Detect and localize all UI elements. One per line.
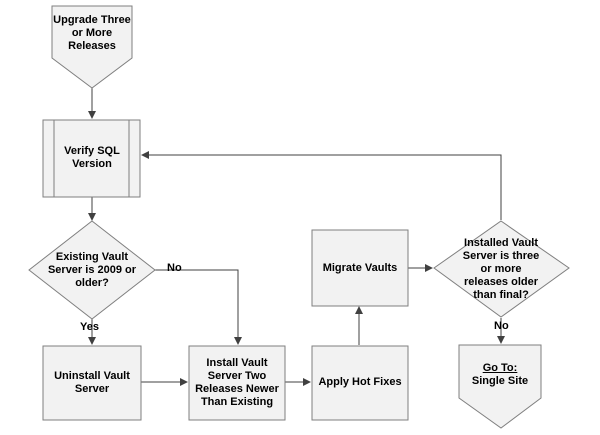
start-shape <box>51 5 133 89</box>
edge-decision-no <box>155 269 242 345</box>
goto-target: Single Site <box>471 375 529 387</box>
goto-label: Go To: Single Site <box>462 360 538 390</box>
decision-installed-label: Installed Vault Server is three or more … <box>462 236 540 301</box>
apply-hotfix-shape <box>311 345 409 421</box>
uninstall-label: Uninstall Vault Server <box>54 370 130 395</box>
start-label: Upgrade Three or More Releases <box>53 13 131 52</box>
decision-existing-label: Existing Vault Server is 2009 or older? <box>47 250 137 289</box>
decision-existing-shape <box>28 220 156 320</box>
migrate-label: Migrate Vaults <box>322 261 398 274</box>
apply-hotfix-label: Apply Hot Fixes <box>318 375 402 388</box>
install-two-label: Install Vault Server Two Releases Newer … <box>195 357 279 408</box>
migrate-shape <box>311 229 409 307</box>
edge-loop-back <box>141 151 502 220</box>
decision-installed-shape <box>433 220 570 318</box>
goto-shape <box>458 344 542 429</box>
edge-label-yes: Yes <box>80 321 99 333</box>
edge-label-no-existing: No <box>167 262 182 274</box>
edge-label-no-installed: No <box>494 320 509 332</box>
verify-sql-shape <box>42 119 141 198</box>
goto-title: Go To: <box>482 362 518 374</box>
uninstall-shape <box>42 345 142 421</box>
install-two-shape <box>188 345 286 421</box>
verify-sql-label: Verify SQL Version <box>64 145 120 170</box>
